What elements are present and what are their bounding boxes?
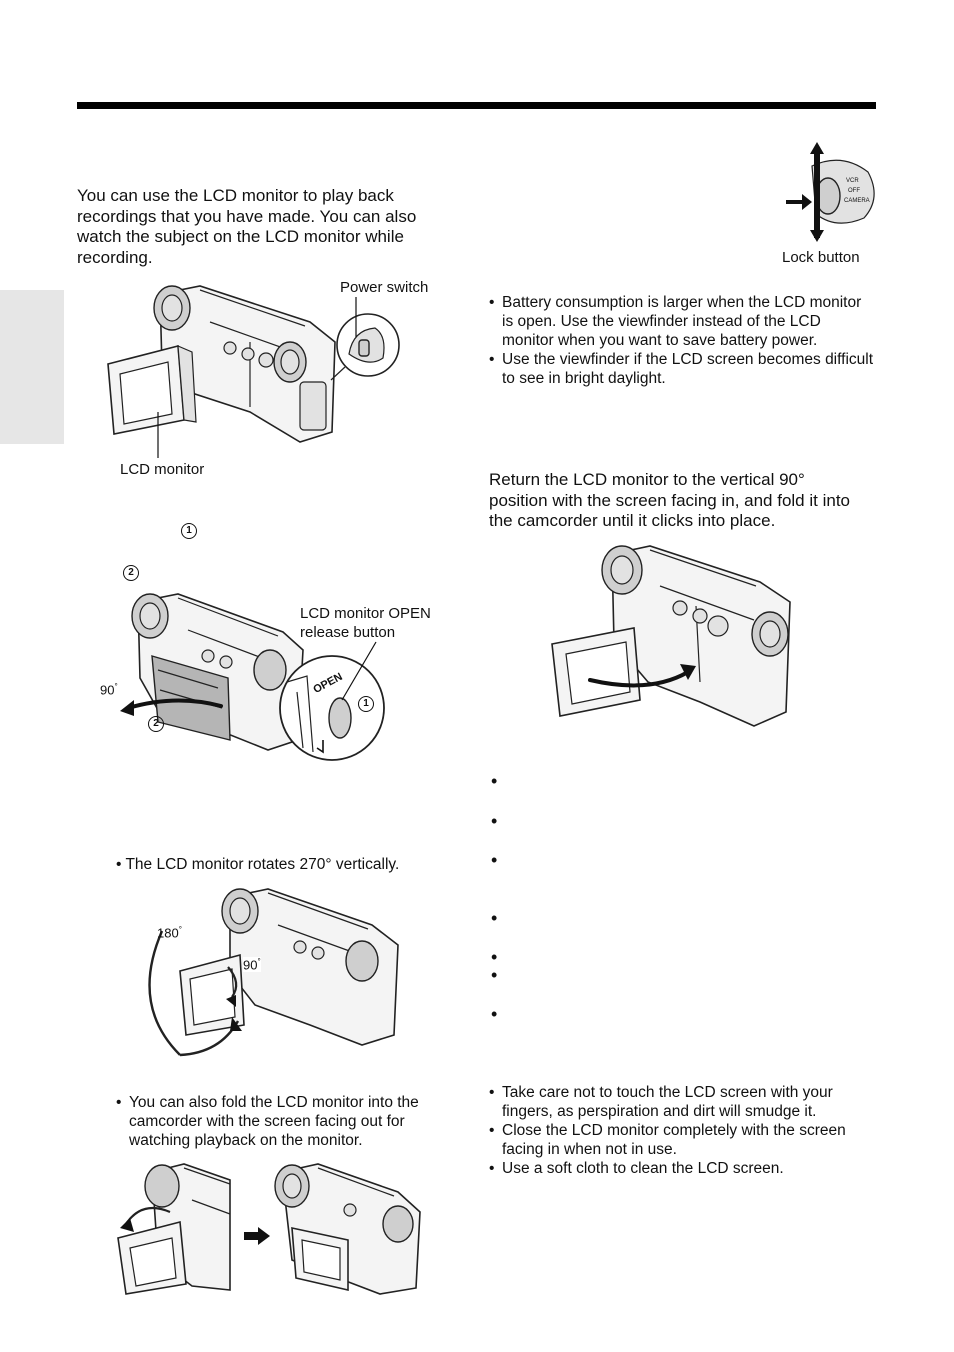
camcorder-closing-illustration	[550, 542, 815, 732]
camcorder-rotation-illustration	[140, 885, 405, 1065]
angle-90-value: 90	[100, 682, 114, 697]
angle-90-value-b: 90	[243, 957, 257, 972]
side-tab	[0, 290, 64, 444]
dial-vcr-text: VCR	[846, 178, 859, 184]
rotate-note: • The LCD monitor rotates 270° verticall…	[116, 855, 399, 874]
bullet-dot: •	[491, 812, 497, 830]
angle-90-label-b: 90°	[243, 957, 261, 972]
power-dial-illustration	[786, 138, 876, 244]
angle-90-degree-b: °	[257, 957, 260, 966]
care-note-item: Close the LCD monitor completely with th…	[489, 1121, 875, 1159]
lcd-open-release-label-line2: release button	[300, 623, 395, 642]
bullet-dot: •	[491, 948, 497, 966]
camcorder-fold-out-illustration	[112, 1160, 230, 1295]
angle-180-degree: °	[179, 925, 182, 934]
dial-off-text: OFF	[848, 188, 860, 194]
open-arrow-90	[116, 692, 226, 722]
bullet-dot: •	[491, 966, 497, 984]
rotate-note-text: The LCD monitor rotates 270° vertically.	[125, 856, 399, 873]
fold-note: You can also fold the LCD monitor into t…	[116, 1093, 456, 1150]
angle-180-label: 180°	[157, 925, 182, 940]
lcd-monitor-label: LCD monitor	[120, 460, 204, 479]
power-switch-leader	[355, 297, 357, 337]
battery-note-item: Use the viewfinder if the LCD screen bec…	[489, 350, 875, 388]
top-rule	[77, 102, 876, 109]
angle-180-value: 180	[157, 925, 179, 940]
lcd-monitor-leader	[156, 412, 160, 460]
camcorder-folded-out-illustration	[268, 1160, 423, 1295]
battery-note-item: Battery consumption is larger when the L…	[489, 293, 875, 350]
bullet-dot: •	[491, 772, 497, 790]
bullet-dot: •	[491, 1005, 497, 1023]
power-switch-label: Power switch	[340, 278, 428, 297]
lock-button-label: Lock button	[782, 248, 860, 267]
angle-90-label: 90°	[100, 682, 118, 697]
fold-note-item: You can also fold the LCD monitor into t…	[116, 1093, 456, 1150]
fold-arrow	[244, 1227, 270, 1245]
bullet-dot: •	[491, 909, 497, 927]
care-note-item: Use a soft cloth to clean the LCD screen…	[489, 1159, 875, 1178]
dial-camera-text: CAMERA	[844, 198, 870, 204]
intro-text: You can use the LCD monitor to play back…	[77, 186, 457, 268]
battery-notes: Battery consumption is larger when the L…	[489, 293, 875, 388]
power-switch-detail	[335, 312, 401, 378]
close-instructions: Return the LCD monitor to the vertical 9…	[489, 470, 859, 532]
step-1-marker: 1	[181, 523, 197, 539]
step-2-marker: 2	[123, 565, 139, 581]
lcd-open-release-label-line1: LCD monitor OPEN	[300, 604, 431, 623]
care-note-item: Take care not to touch the LCD screen wi…	[489, 1083, 875, 1121]
rotate-note-bullet: •	[116, 856, 121, 873]
bullet-dot: •	[491, 851, 497, 869]
care-notes: Take care not to touch the LCD screen wi…	[489, 1083, 875, 1178]
open-release-leader	[340, 642, 380, 702]
angle-90-degree: °	[114, 682, 117, 691]
